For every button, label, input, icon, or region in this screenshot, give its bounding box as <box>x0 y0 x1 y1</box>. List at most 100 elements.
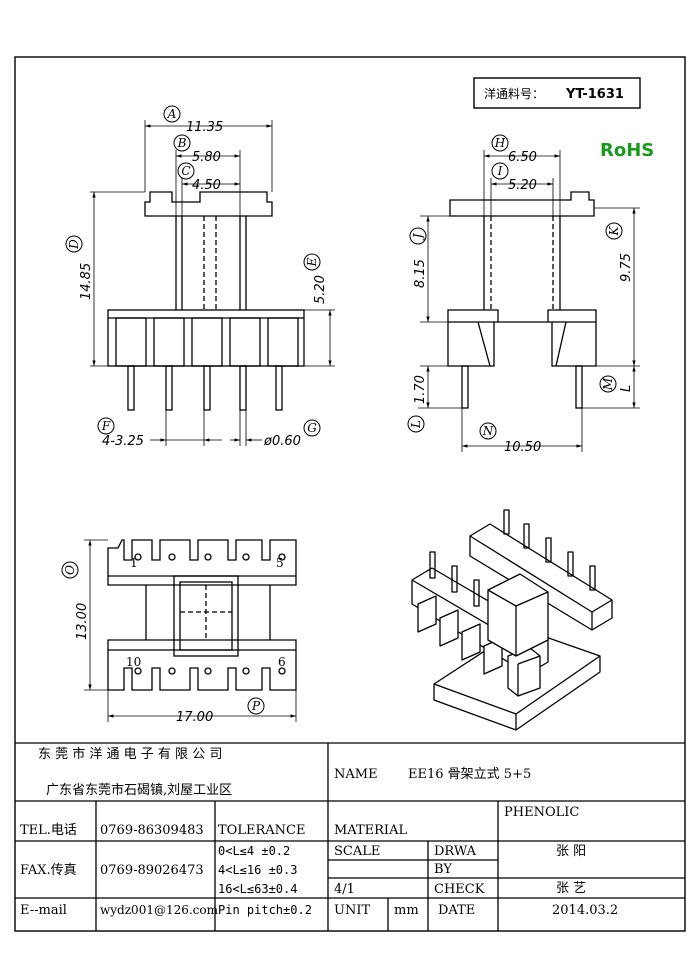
front-view-dimension-text: 11.35 5.80 4.50 14.85 5.20 4-3.25 ø0.60 <box>79 120 328 449</box>
dimension-label-text: A <box>167 107 177 121</box>
date-value: 2014.03.2 <box>552 903 618 918</box>
dimension-label-text: N <box>482 424 494 438</box>
dim-i-value: 5.20 <box>508 178 537 193</box>
dimension-label-n: N <box>479 422 497 440</box>
dim-c-value: 4.50 <box>192 178 221 193</box>
pin-number-1: 1 <box>130 556 138 570</box>
check-value: 张 艺 <box>556 881 586 896</box>
dimension-label-text: E <box>305 257 319 267</box>
bottom-view <box>84 539 297 722</box>
dimension-label-text: K <box>607 225 621 236</box>
dimension-label-text: B <box>177 136 187 150</box>
isometric-view <box>411 509 613 731</box>
material-label: MATERIAL <box>334 823 407 838</box>
unit-label: UNIT <box>334 903 370 918</box>
fax-value: 0769-89026473 <box>100 863 204 878</box>
dimension-label-text: J <box>411 232 425 241</box>
pin-number-10: 10 <box>126 655 141 669</box>
dim-g-value: ø0.60 <box>263 434 301 449</box>
scale-value: 4/1 <box>334 882 355 897</box>
dimension-label-k: K <box>605 222 623 240</box>
tolerance-line-4: Pin pitch±0.2 <box>218 903 312 917</box>
dimension-label-h: H <box>491 134 509 152</box>
tel-value: 0769-86309483 <box>100 823 204 838</box>
dim-k-value: 9.75 <box>619 253 634 282</box>
pin-number-5: 5 <box>276 556 284 570</box>
name-value: EE16 骨架立式 5+5 <box>408 767 531 782</box>
side-view-dimension-text: 6.50 5.20 8.15 9.75 1.70 L 10.50 <box>413 150 634 455</box>
dim-m-value: L <box>619 385 634 392</box>
dimension-label-f: F <box>97 417 115 435</box>
dimension-label-text: G <box>307 421 317 435</box>
dimension-label-e: E <box>303 253 321 271</box>
dim-p-value: 17.00 <box>176 710 213 725</box>
rohs-mark: RoHS <box>600 140 654 161</box>
title-block <box>15 742 685 931</box>
bottom-view-dimensions <box>88 540 296 718</box>
part-number-box: 洋通料号： YT-1631 <box>473 77 641 109</box>
dim-h-value: 6.50 <box>508 150 537 165</box>
tolerance-line-1: 0<L≤4 ±0.2 <box>218 844 290 858</box>
dimension-label-text: L <box>409 420 423 429</box>
front-view-dimensions <box>92 124 332 442</box>
name-label: NAME <box>334 767 378 782</box>
check-label: CHECK <box>434 882 485 897</box>
dim-e-value: 5.20 <box>313 275 328 304</box>
title-block-text: 东 莞 市 洋 通 电 子 有 限 公 司 广东省东莞市石碣镇,刘屋工业区 NA… <box>20 746 618 918</box>
part-number-value: YT-1631 <box>565 87 624 102</box>
dimension-label-text: P <box>251 699 261 713</box>
dimension-label-o: O <box>61 561 79 579</box>
dimension-label-d: D <box>65 235 83 253</box>
dimension-label-l: L <box>407 415 425 433</box>
email-label: E--mail <box>20 903 67 918</box>
dimension-label-m: M <box>599 375 617 393</box>
drawn-label-by: BY <box>434 862 452 877</box>
email-value: wydz001@126.com <box>100 903 219 917</box>
unit-value: mm <box>394 903 419 918</box>
dimension-label-text: F <box>101 419 111 433</box>
dim-d-value: 14.85 <box>79 263 94 300</box>
dimension-letter-labels: A BC D E F G HI J K L M N O P <box>61 105 623 715</box>
dimension-label-i: I <box>491 162 509 180</box>
dimension-label-text: C <box>181 164 190 178</box>
drawn-label: DRWA <box>434 844 477 859</box>
tolerance-line-2: 4<L≤16 ±0.3 <box>218 863 297 877</box>
dim-l-value: 1.70 <box>413 375 428 404</box>
side-view <box>418 150 640 452</box>
tolerance-line-3: 16<L≤63±0.4 <box>218 882 297 896</box>
dim-f-value: 4-3.25 <box>102 434 144 449</box>
dimension-label-j: J <box>409 227 427 245</box>
fax-label: FAX.传真 <box>20 863 77 878</box>
date-label: DATE <box>438 903 475 918</box>
scale-label: SCALE <box>334 844 380 859</box>
material-value: PHENOLIC <box>504 805 579 820</box>
dimension-label-a: A <box>163 105 181 123</box>
dim-o-value: 13.00 <box>75 603 90 640</box>
dim-j-value: 8.15 <box>413 259 428 288</box>
dimension-label-text: M <box>601 377 615 391</box>
side-view-dimensions <box>426 154 636 448</box>
pin-number-6: 6 <box>278 655 286 669</box>
part-number-label: 洋通料号： <box>484 86 544 101</box>
dimension-label-c: C <box>177 162 195 180</box>
dimension-label-text: I <box>497 164 503 178</box>
dimension-label-g: G <box>303 419 321 437</box>
bottom-view-pin-numbers: 1 5 10 6 <box>126 556 286 669</box>
tolerance-label: TOLERANCE <box>218 823 305 838</box>
front-view <box>90 120 335 446</box>
company-address: 广东省东莞市石碣镇,刘屋工业区 <box>46 782 232 798</box>
dimension-label-text: D <box>67 239 81 250</box>
dimension-label-b: B <box>173 134 191 152</box>
dimension-label-text: H <box>494 136 506 150</box>
dim-a-value: 11.35 <box>186 120 223 135</box>
dimension-label-p: P <box>247 697 265 715</box>
dim-n-value: 10.50 <box>504 440 541 455</box>
dimension-label-text: O <box>63 565 77 575</box>
tel-label: TEL.电话 <box>20 823 77 838</box>
dim-b-value: 5.80 <box>192 150 221 165</box>
bottom-view-dimension-text: 13.00 17.00 <box>75 603 213 725</box>
drawn-value: 张 阳 <box>556 844 586 859</box>
sheet-border <box>14 56 686 932</box>
company-name: 东 莞 市 洋 通 电 子 有 限 公 司 <box>38 746 222 762</box>
